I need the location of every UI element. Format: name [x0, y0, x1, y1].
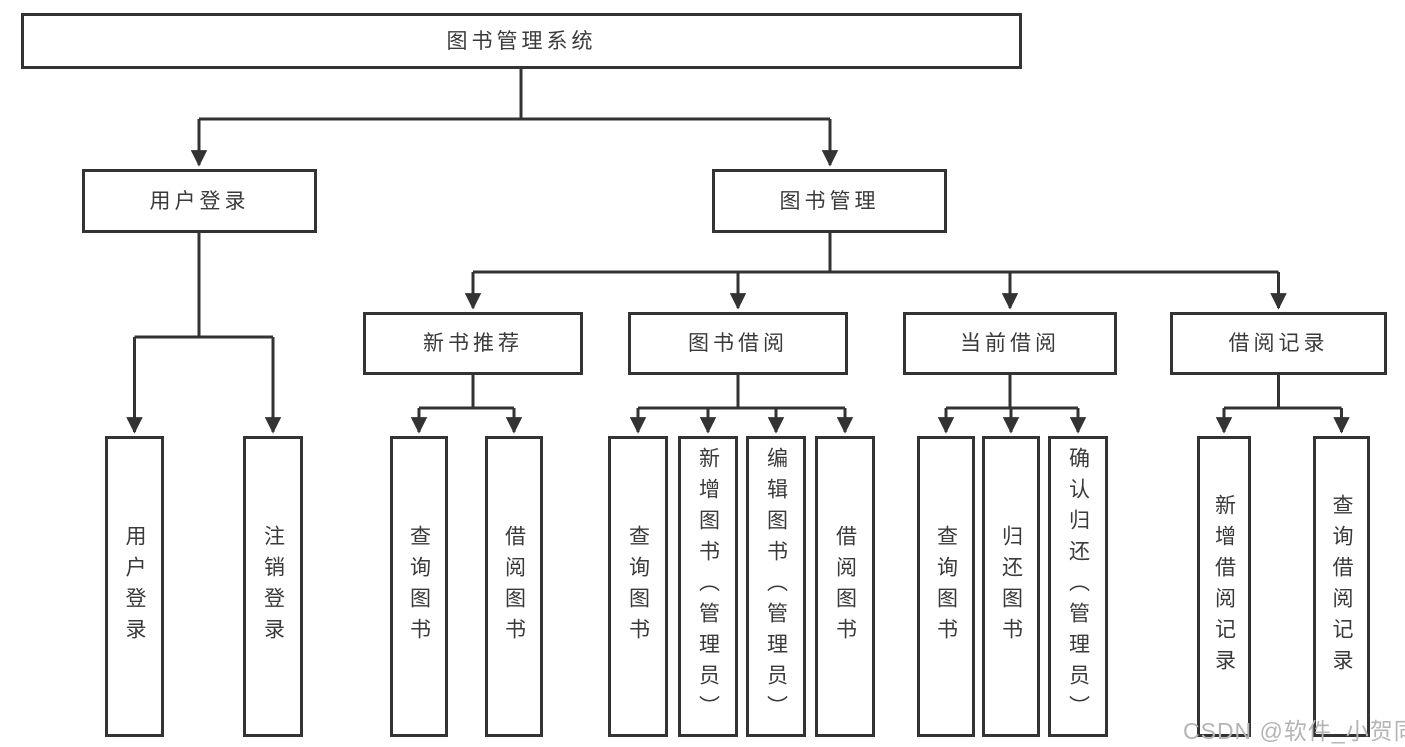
leaf-user-login: 用户登录	[105, 436, 164, 737]
leaf-recommend-borrow-book: 借阅图书	[485, 436, 543, 737]
csdn-watermark: CSDN @软件_小贺同学	[1183, 718, 1405, 744]
leaf-recommend-query-book: 查询图书	[390, 436, 448, 737]
node-new-book-recommend: 新书推荐	[363, 312, 583, 375]
node-root: 图书管理系统	[21, 13, 1022, 69]
node-user-login: 用户登录	[82, 169, 317, 233]
node-current-borrow: 当前借阅	[903, 312, 1117, 375]
leaf-add-borrow-record: 新增借阅记录	[1197, 436, 1251, 737]
leaf-query-borrow-record: 查询借阅记录	[1313, 436, 1370, 737]
node-book-management: 图书管理	[712, 169, 947, 233]
leaf-confirm-return-admin: 确认归还（管理员）	[1048, 436, 1108, 737]
leaf-current-query-book: 查询图书	[917, 436, 975, 737]
leaf-edit-book-admin: 编辑图书（管理员）	[746, 436, 806, 737]
leaf-borrow-query-book: 查询图书	[608, 436, 668, 737]
node-borrow-records: 借阅记录	[1170, 312, 1387, 375]
leaf-logout: 注销登录	[243, 436, 303, 737]
leaf-borrow-book: 借阅图书	[815, 436, 875, 737]
node-book-borrow: 图书借阅	[628, 312, 848, 375]
leaf-return-book: 归还图书	[982, 436, 1040, 737]
leaf-add-book-admin: 新增图书（管理员）	[678, 436, 738, 737]
